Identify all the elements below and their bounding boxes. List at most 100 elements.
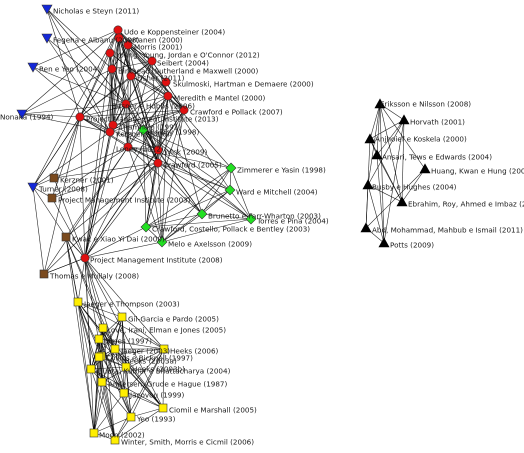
node-g7 xyxy=(156,236,168,248)
edge-r7-r9 xyxy=(130,75,169,97)
node-r2 xyxy=(114,33,124,43)
edge-k6-k9 xyxy=(367,184,385,244)
node-k3 xyxy=(364,133,376,144)
edge-g2-r15 xyxy=(127,146,232,169)
edge-r12-r14 xyxy=(79,116,111,133)
node-r4 xyxy=(105,48,115,58)
edge-br4-r15 xyxy=(43,146,129,275)
edge-br4-r18 xyxy=(43,257,86,275)
edge-y9-y12 xyxy=(90,368,164,409)
edge-g2-g5 xyxy=(230,167,252,220)
edge-k4-k7 xyxy=(376,154,403,203)
edge-r14-r18 xyxy=(84,131,111,259)
edge-r5-r6 xyxy=(111,60,153,70)
edge-y6-r18 xyxy=(84,257,165,350)
edge-r6-r15 xyxy=(111,68,129,148)
edge-g2-g6 xyxy=(145,167,232,228)
edge-k2-k7 xyxy=(401,119,405,203)
edge-r3-r5 xyxy=(127,44,153,62)
edge-g5-r16 xyxy=(157,149,252,220)
edge-g7-r18 xyxy=(84,241,163,259)
edge-y6-y13 xyxy=(130,348,165,418)
node-label-k9: Potts (2009) xyxy=(390,241,434,250)
edge-br1-r12 xyxy=(53,116,81,179)
node-y3 xyxy=(98,323,108,333)
node-y16 xyxy=(121,362,131,372)
node-label-r16: Wick (2009) xyxy=(164,148,207,157)
node-label-r10: Besner e Hobbs (2006) xyxy=(112,102,195,111)
edge-b1-r10 xyxy=(46,8,127,105)
edge-y12-r18 xyxy=(84,257,164,409)
node-y13 xyxy=(126,412,136,422)
node-label-r2: Vertanen (2000) xyxy=(124,36,183,45)
node-g6 xyxy=(140,221,152,233)
node-b3 xyxy=(27,62,39,73)
edge-y2-y7 xyxy=(100,316,123,357)
node-y6 xyxy=(159,344,169,354)
edge-br4-r17 xyxy=(43,162,159,275)
node-b2 xyxy=(41,33,53,44)
edge-r3-r9 xyxy=(127,44,169,97)
edge-r2-r14 xyxy=(109,37,120,133)
node-label-g2: Zimmerer e Yasin (1998) xyxy=(237,166,326,175)
edge-y1-y14 xyxy=(77,301,95,434)
edge-br2-r12 xyxy=(51,116,81,199)
node-label-r7: Fisher (2011) xyxy=(137,74,185,83)
edge-b5-r1 xyxy=(32,29,119,188)
node-r16 xyxy=(153,145,163,155)
edge-br2-r15 xyxy=(51,146,129,199)
node-label-r9: Meredith e Mantel (2000) xyxy=(174,94,266,103)
label-layer: Nicholas e Steyn (2011)Fegeha e Albanu (… xyxy=(0,7,524,447)
edge-r11-r13 xyxy=(112,109,185,126)
edge-k1-k6 xyxy=(367,103,381,186)
node-label-y4: James (1997) xyxy=(103,337,152,346)
edge-b4-r12 xyxy=(21,113,81,118)
edge-g3-r15 xyxy=(127,146,231,191)
edge-g7-r17 xyxy=(157,162,163,243)
edge-r8-r11 xyxy=(165,81,185,111)
node-k9 xyxy=(378,237,390,248)
edge-br1-r17 xyxy=(53,162,159,179)
edge-g7-r15 xyxy=(127,146,163,243)
node-br1 xyxy=(49,173,59,183)
edge-r4-r10 xyxy=(109,52,127,105)
edge-r2-r13 xyxy=(112,37,120,126)
node-b4 xyxy=(16,109,28,120)
edge-r9-r15 xyxy=(127,95,169,148)
edge-r3-r11 xyxy=(127,44,185,111)
node-label-g3: Ward e Mitchell (2004) xyxy=(236,188,318,197)
edge-y6-y10 xyxy=(101,348,165,383)
edge-r7-r17 xyxy=(130,75,159,164)
edge-y10-y13 xyxy=(101,381,132,418)
node-label-y6: Heeks (2006) xyxy=(170,347,219,356)
node-label-y14: Moon (2002) xyxy=(99,431,145,440)
edge-y2-y16 xyxy=(121,316,127,368)
edge-g3-r9 xyxy=(167,95,231,191)
edge-y3-y15 xyxy=(102,327,116,441)
edge-y11-y16 xyxy=(123,366,127,394)
edge-y10-y15 xyxy=(101,381,116,441)
edge-r10-r15 xyxy=(125,103,129,148)
edge-r8-r15 xyxy=(127,81,167,148)
edge-r9-r14 xyxy=(109,95,169,133)
node-r11 xyxy=(179,105,189,115)
node-r17 xyxy=(153,158,163,168)
edge-y12-y13 xyxy=(130,407,164,418)
node-y10 xyxy=(97,377,107,387)
node-label-r4: Young, Young, Jordan e O'Connor (2012) xyxy=(115,51,260,60)
node-label-r8: Skulmoski, Hartman e Demaere (2000) xyxy=(173,80,314,89)
node-br2 xyxy=(47,193,57,203)
edge-k1-k4 xyxy=(376,103,381,156)
node-b5 xyxy=(27,182,39,193)
node-label-r18: Project Management Institute (2008) xyxy=(90,256,223,265)
node-r10 xyxy=(121,99,131,109)
edge-b4-r1 xyxy=(21,29,119,115)
node-r18 xyxy=(80,253,90,263)
node-layer xyxy=(16,4,431,445)
edge-k1-k7 xyxy=(379,103,403,203)
edge-br1-r18 xyxy=(53,177,86,259)
node-label-r14: Kerzner (2006) xyxy=(116,130,170,139)
node-label-g1: Baldry (1998) xyxy=(150,128,199,137)
edge-y3-r18 xyxy=(84,257,104,329)
edge-b4-r10 xyxy=(21,103,127,115)
